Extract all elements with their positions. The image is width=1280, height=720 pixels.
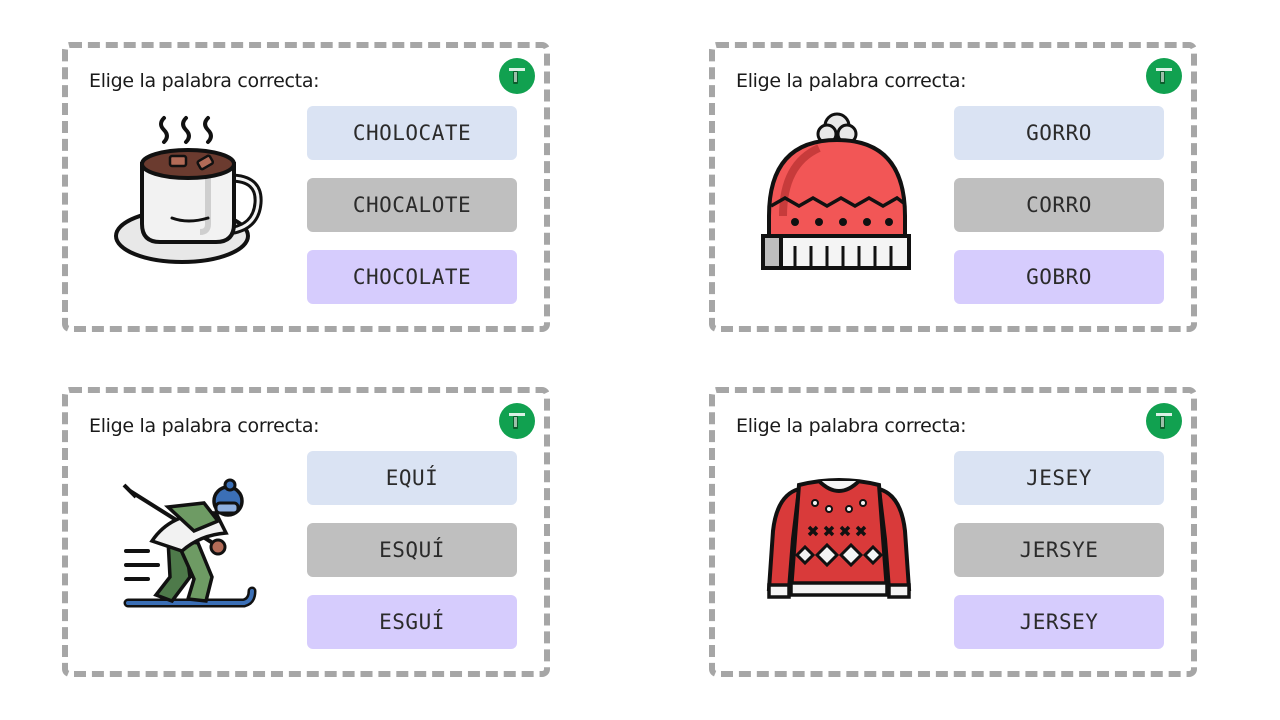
answer-option-3[interactable]: CHOCOLATE (307, 250, 517, 304)
answer-option-1[interactable]: EQUÍ (307, 451, 517, 505)
answer-option-3[interactable]: JERSEY (954, 595, 1164, 649)
answer-option-2[interactable]: CHOCALOTE (307, 178, 517, 232)
card-prompt: Elige la palabra correcta: (736, 415, 967, 437)
card-prompt: Elige la palabra correcta: (89, 415, 320, 437)
card-prompt: Elige la palabra correcta: (89, 70, 320, 92)
answer-option-2[interactable]: JERSYE (954, 523, 1164, 577)
answer-option-3[interactable]: ESGUÍ (307, 595, 517, 649)
card-prompt: Elige la palabra correcta: (736, 70, 967, 92)
answer-option-2[interactable]: CORRO (954, 178, 1164, 232)
answer-option-3[interactable]: GOBRO (954, 250, 1164, 304)
logo-icon (499, 58, 535, 94)
exercise-card-4: Elige la palabra correcta: JESEY JERSYE … (709, 387, 1197, 677)
exercise-card-2: Elige la palabra correcta: GORRO CORRO G… (709, 42, 1197, 332)
answer-option-1[interactable]: GORRO (954, 106, 1164, 160)
answer-option-1[interactable]: CHOLOCATE (307, 106, 517, 160)
answer-option-2[interactable]: ESQUÍ (307, 523, 517, 577)
logo-icon (499, 403, 535, 439)
exercise-card-1: Elige la palabra correcta: CHOLOCATE CHO… (62, 42, 550, 332)
answer-option-1[interactable]: JESEY (954, 451, 1164, 505)
logo-icon (1146, 58, 1182, 94)
skier-icon (122, 478, 257, 608)
exercise-card-3: Elige la palabra correcta: EQUÍ ESQUÍ ES… (62, 387, 550, 677)
logo-icon (1146, 403, 1182, 439)
sweater-icon (766, 478, 912, 599)
winter-hat-icon (761, 112, 911, 270)
hot-chocolate-cup-icon (114, 116, 263, 264)
